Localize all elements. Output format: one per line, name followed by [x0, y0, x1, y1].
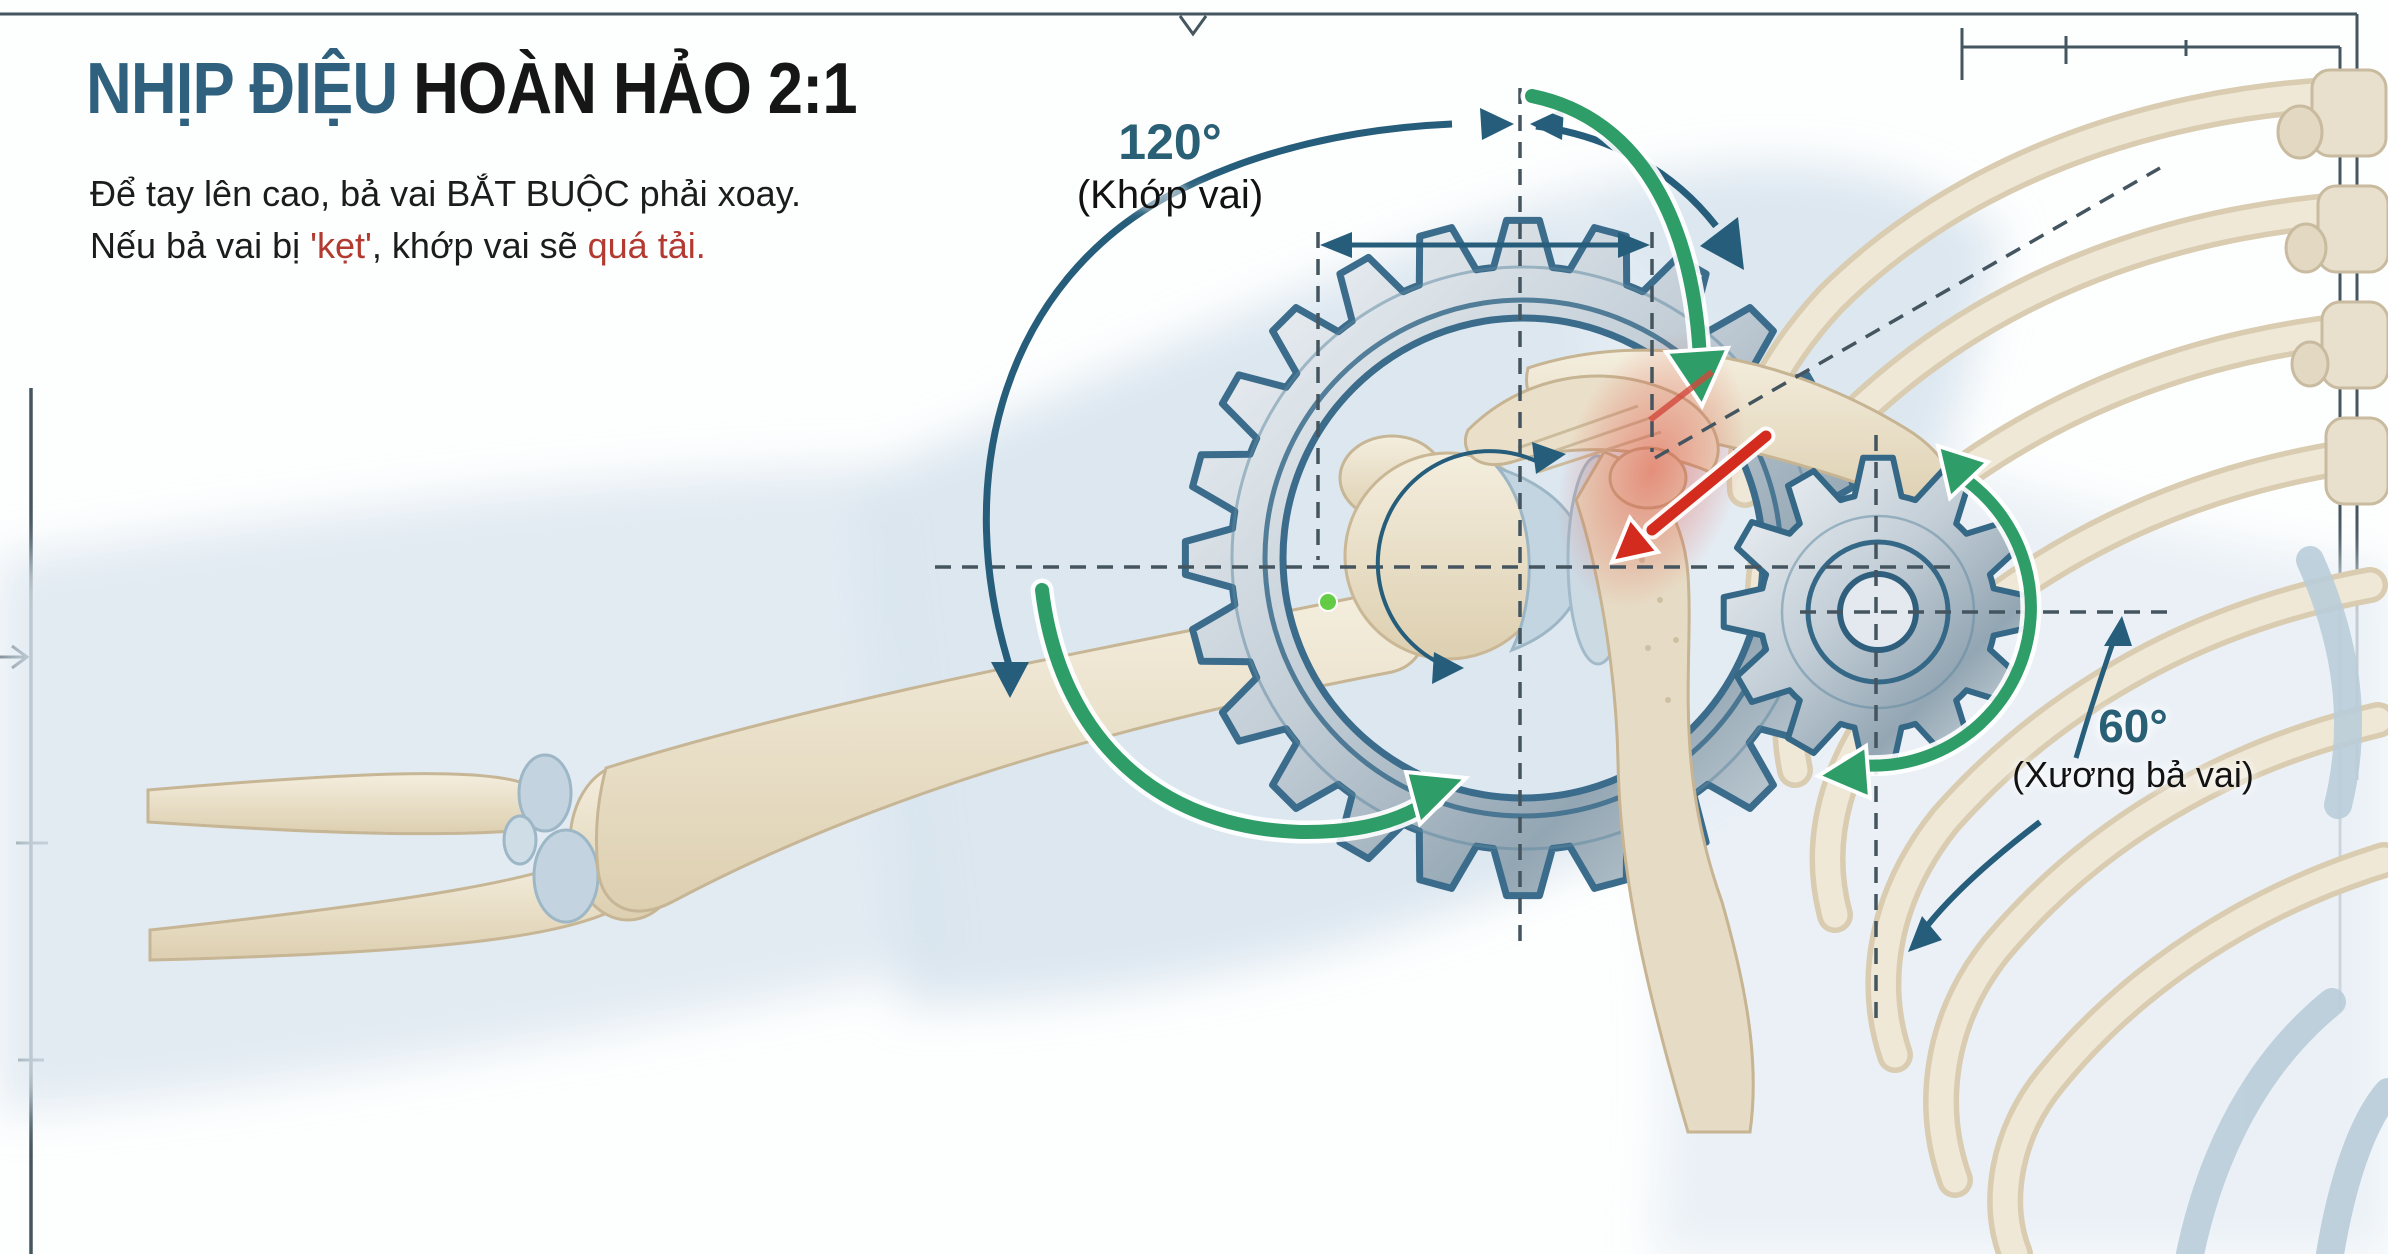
subtitle: Để tay lên cao, bả vai BẮT BUỘC phải xoa… — [90, 168, 801, 272]
elbow-cartilage — [502, 753, 600, 924]
arrowhead-down — [991, 662, 1029, 698]
highlight-stuck: 'kẹt' — [310, 225, 372, 267]
dashed-reference-lines — [935, 88, 2168, 1025]
costal-cartilage — [2176, 546, 2388, 1254]
highlight-overload: quá tải. — [587, 225, 706, 267]
arrowhead-apex-left — [1480, 108, 1514, 140]
head-rotation-arc — [1375, 449, 1543, 669]
green-arrows — [1030, 84, 2042, 844]
label-scapula-angle: 60° (Xương bả vai) — [1948, 702, 2318, 796]
label-shoulder-joint-angle: 120° (Khớp vai) — [1010, 116, 1330, 218]
red-overload-arrow — [1608, 369, 1776, 565]
green-arrow-top — [1520, 84, 1732, 411]
angle-120-value: 120° — [1118, 114, 1222, 170]
arc-120-left — [982, 120, 1453, 670]
subtitle-line-1: Để tay lên cao, bả vai BẮT BUỘC phải xoa… — [90, 173, 802, 214]
title-rest: HOÀN HẢO 2:1 — [413, 49, 857, 129]
subtitle-line-2: Nếu bả vai bị 'kẹt', khớp vai sẽ quá tải… — [90, 225, 706, 267]
green-marker-dot — [1318, 592, 1338, 612]
green-arrow-bottom — [1030, 578, 1471, 844]
green-arrow-small-gear — [1813, 443, 2042, 802]
arrowhead-arc-end — [1700, 217, 1744, 270]
scapula-lateral-border — [1574, 450, 1755, 1134]
title-accent: NHỊP ĐIỆU — [86, 49, 398, 129]
angle-120-caption: (Khớp vai) — [1076, 172, 1264, 217]
spine — [2276, 68, 2388, 506]
red-streak — [1648, 369, 1714, 423]
angle-60-value: 60° — [2098, 700, 2168, 752]
arrowhead-apex-right — [1530, 108, 1564, 140]
angle-60-caption: (Xương bả vai) — [2012, 754, 2254, 796]
top-registration-mark — [1178, 15, 1208, 37]
